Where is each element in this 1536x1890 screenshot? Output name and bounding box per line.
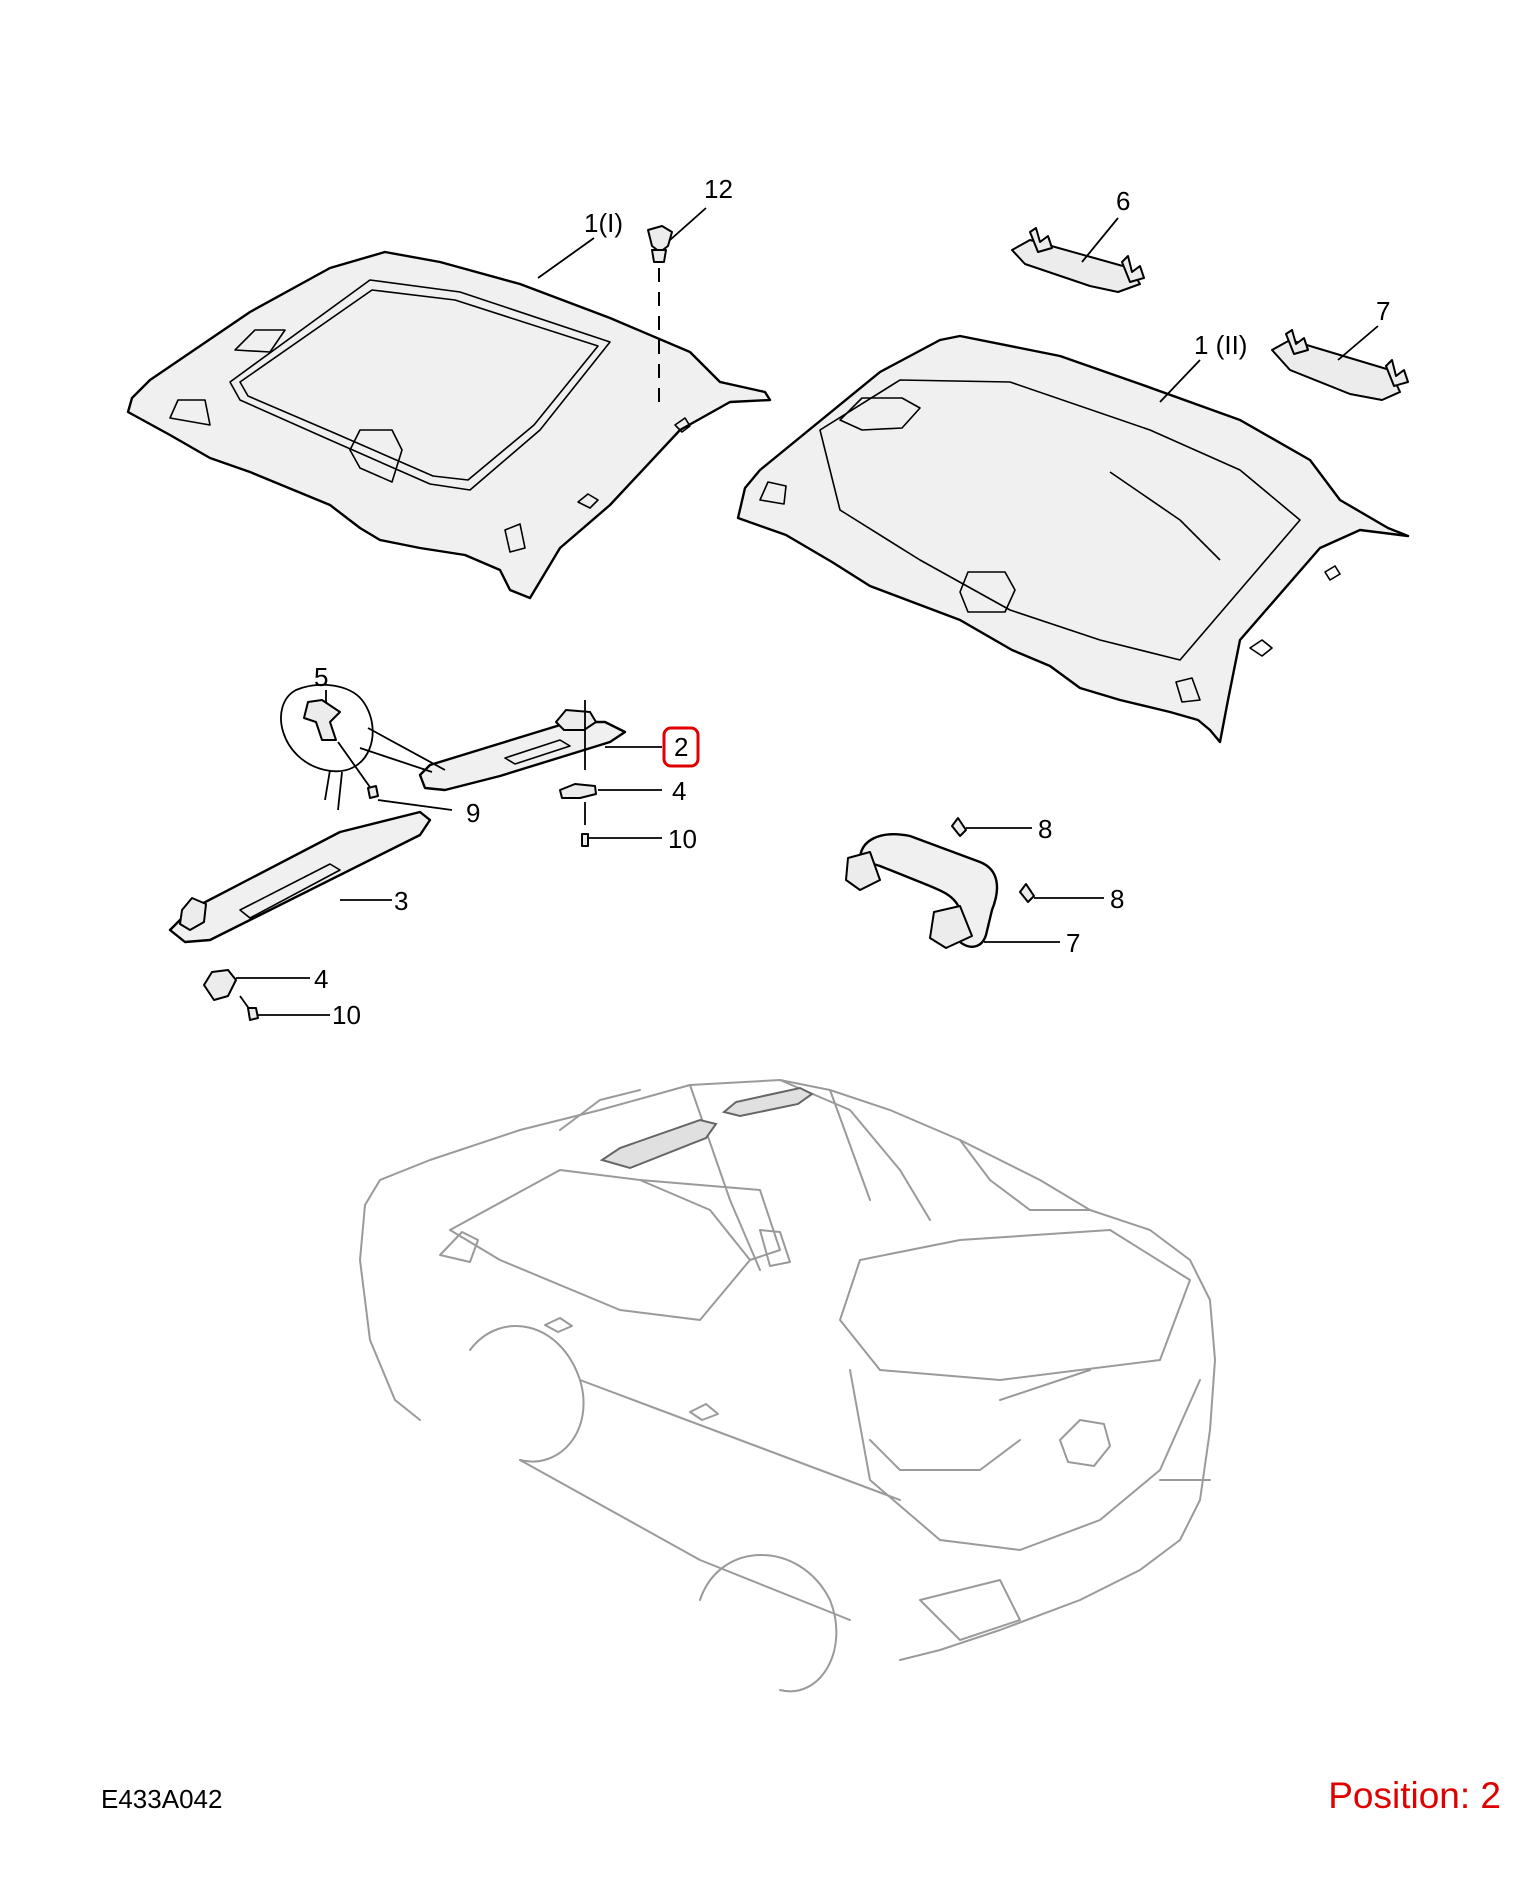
sun-visor-3 bbox=[168, 810, 432, 944]
headliner-sunroof bbox=[126, 250, 772, 600]
clip-5-detail bbox=[280, 683, 446, 811]
headliner-plain bbox=[736, 334, 1410, 744]
callout-3: 3 bbox=[394, 886, 408, 916]
callout-2: 2 bbox=[674, 732, 688, 762]
clip-12 bbox=[647, 225, 673, 410]
callout-1-ii: 1 (II) bbox=[1194, 330, 1247, 360]
grab-handle-6 bbox=[1011, 227, 1145, 293]
highlight-box-callout-2 bbox=[662, 726, 700, 768]
screw-9 bbox=[337, 741, 379, 799]
callout-labels: 1(I) 12 6 1 (II) 7 5 2 4 9 10 3 4 10 8 8… bbox=[314, 174, 1390, 1030]
screw-10-right bbox=[581, 833, 589, 847]
sun-visor-2 bbox=[418, 700, 627, 792]
callout-8-top: 8 bbox=[1038, 814, 1052, 844]
bracket-4-left bbox=[203, 969, 237, 1001]
callout-5: 5 bbox=[314, 662, 328, 692]
callout-10-left: 10 bbox=[332, 1000, 361, 1030]
callout-4-right: 4 bbox=[672, 776, 686, 806]
callout-8-bottom: 8 bbox=[1110, 884, 1124, 914]
callout-6: 6 bbox=[1116, 186, 1130, 216]
screw-10-left bbox=[239, 995, 259, 1021]
grab-handle-7-bottom bbox=[845, 817, 1035, 949]
callout-4-left: 4 bbox=[314, 964, 328, 994]
callout-12: 12 bbox=[704, 174, 733, 204]
position-label: Position: 2 bbox=[1328, 1775, 1501, 1816]
drawing-code: E433A042 bbox=[101, 1784, 223, 1814]
callout-7-bottom: 7 bbox=[1066, 928, 1080, 958]
vehicle-illustration bbox=[359, 1079, 1216, 1693]
bracket-4-right bbox=[559, 783, 597, 825]
callout-1-i: 1(I) bbox=[584, 208, 623, 238]
callout-10-right: 10 bbox=[668, 824, 697, 854]
callout-9: 9 bbox=[466, 798, 480, 828]
leader-lines bbox=[236, 207, 1379, 1016]
grab-handle-7-top bbox=[1271, 329, 1409, 401]
callout-7-top: 7 bbox=[1376, 296, 1390, 326]
